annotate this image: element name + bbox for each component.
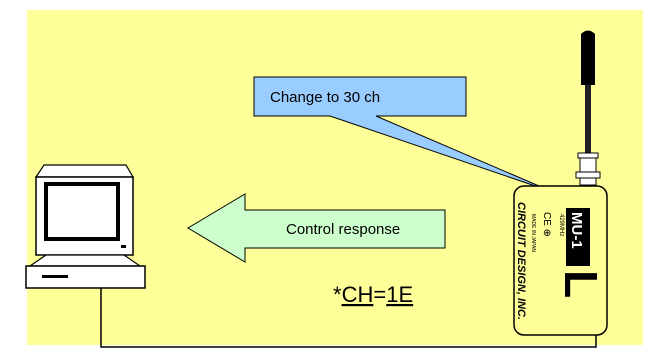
- command-text: *CH=1E: [333, 282, 413, 307]
- control-response-arrow: Control response: [187, 193, 446, 263]
- radio-module-icon: MU-1 429MHz CE ⊕ MADE IN JAPAN CIRCUIT D…: [513, 30, 608, 336]
- command-value: 1E: [386, 282, 413, 307]
- callout-bubble: Change to 30 ch: [253, 76, 554, 193]
- computer-icon: [25, 164, 146, 289]
- module-big-logo: L: [555, 270, 607, 298]
- command-prefix: *: [333, 282, 342, 307]
- callout-text: Change to 30 ch: [270, 89, 380, 106]
- module-model-label: MU-1: [568, 212, 585, 249]
- arrow-text: Control response: [286, 221, 400, 238]
- module-brand: CIRCUIT DESIGN, INC.: [515, 202, 527, 320]
- command-key: CH: [342, 282, 374, 307]
- module-sub-label: 429MHz: [558, 214, 564, 236]
- module-made-in: MADE IN JAPAN: [530, 214, 536, 252]
- module-cert-marks: CE ⊕: [541, 212, 552, 237]
- command-separator: =: [373, 282, 386, 307]
